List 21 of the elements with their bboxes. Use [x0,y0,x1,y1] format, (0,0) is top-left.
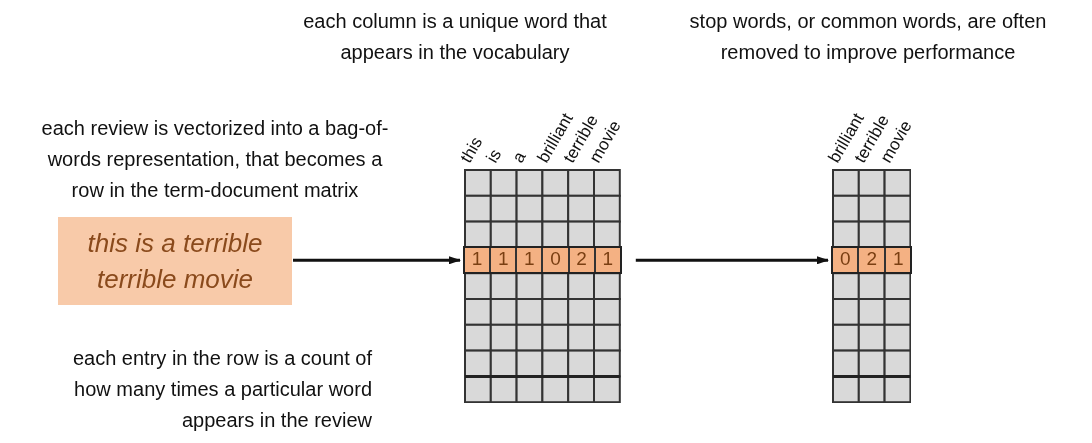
count-value: 0 [543,248,570,273]
review-text: this is a terrible terrible movie [86,227,264,296]
annotation-text: each entry in the row is a count of how many times a particular word appears in the review [71,346,372,433]
column-header: a [509,148,530,166]
arrow [635,256,829,265]
annotation-text: stop words, or common words, are often removed to improve performance [688,9,1048,65]
count-value: 0 [833,248,860,273]
count-value: 1 [465,248,492,273]
annotation-text: each column is a unique word that appears in the vocabulary [302,9,608,65]
highlighted-row [463,246,622,275]
count-value: 1 [891,248,905,272]
review-box [58,217,292,305]
count-value: 2 [859,248,886,273]
count-value: 1 [517,248,544,273]
count-value: 2 [569,248,596,273]
highlighted-row [831,246,913,275]
column-header: is [483,146,505,166]
count-value: 1 [491,248,518,273]
annotation-text: each review is vectorized into a bag-of-words representation, that becomes a row in the term-document matrix [40,116,390,203]
count-value: 1 [601,248,615,272]
arrow [293,256,461,265]
